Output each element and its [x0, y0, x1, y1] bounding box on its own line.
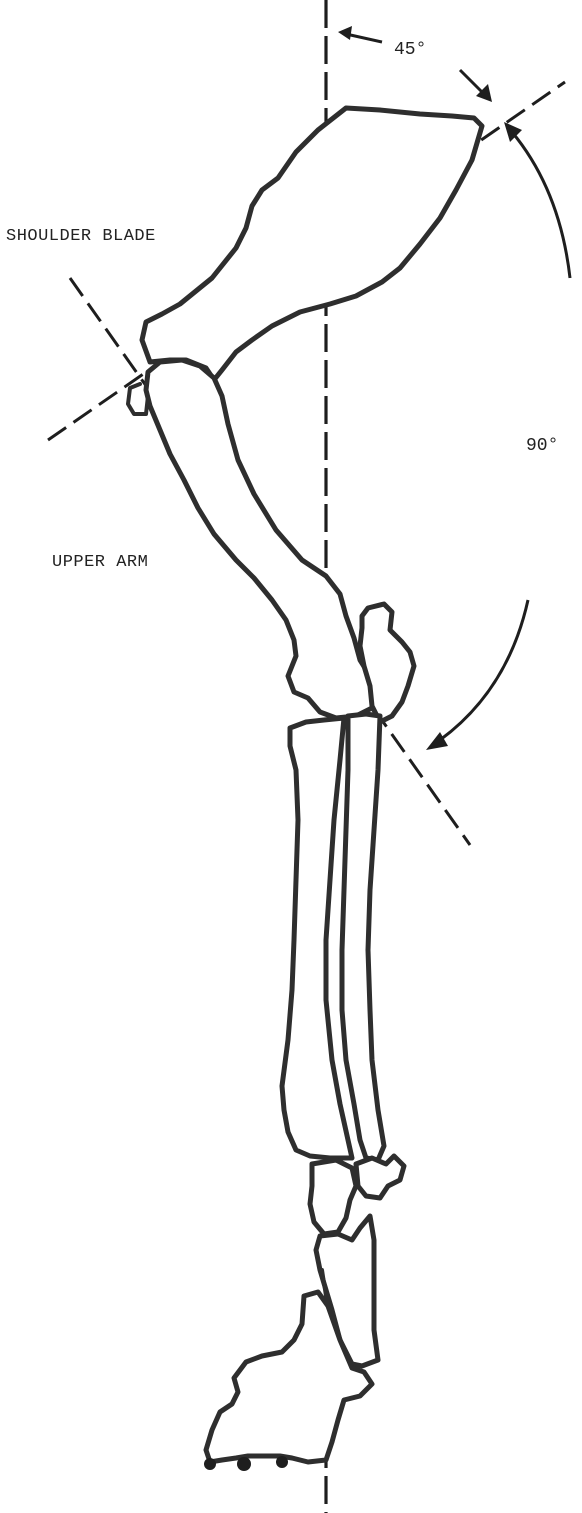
toe-dot-3: [276, 1456, 288, 1468]
upper-arm-label: UPPER ARM: [52, 553, 148, 572]
angle-45-left-arrowhead: [338, 26, 352, 40]
angle-45-right-arrow-shaft: [460, 70, 484, 94]
wrist-bone-front: [310, 1160, 356, 1234]
shoulder-blade-bone: [142, 108, 482, 380]
angle-90-upper-arc: [512, 132, 570, 278]
toe-dot-1: [204, 1458, 216, 1470]
angle-45-left-arrow-shaft: [346, 34, 382, 42]
wrist-bone-rear: [356, 1156, 404, 1198]
toe-dot-2: [237, 1457, 251, 1471]
upper-arm-bone: [146, 360, 376, 718]
angle-90-lower-arc: [440, 600, 528, 740]
shoulder-blade-label: SHOULDER BLADE: [6, 227, 156, 246]
angle-45-label: 45°: [394, 40, 426, 60]
angle-90-label: 90°: [526, 436, 558, 456]
forearm-ulna-bone: [342, 714, 384, 1160]
